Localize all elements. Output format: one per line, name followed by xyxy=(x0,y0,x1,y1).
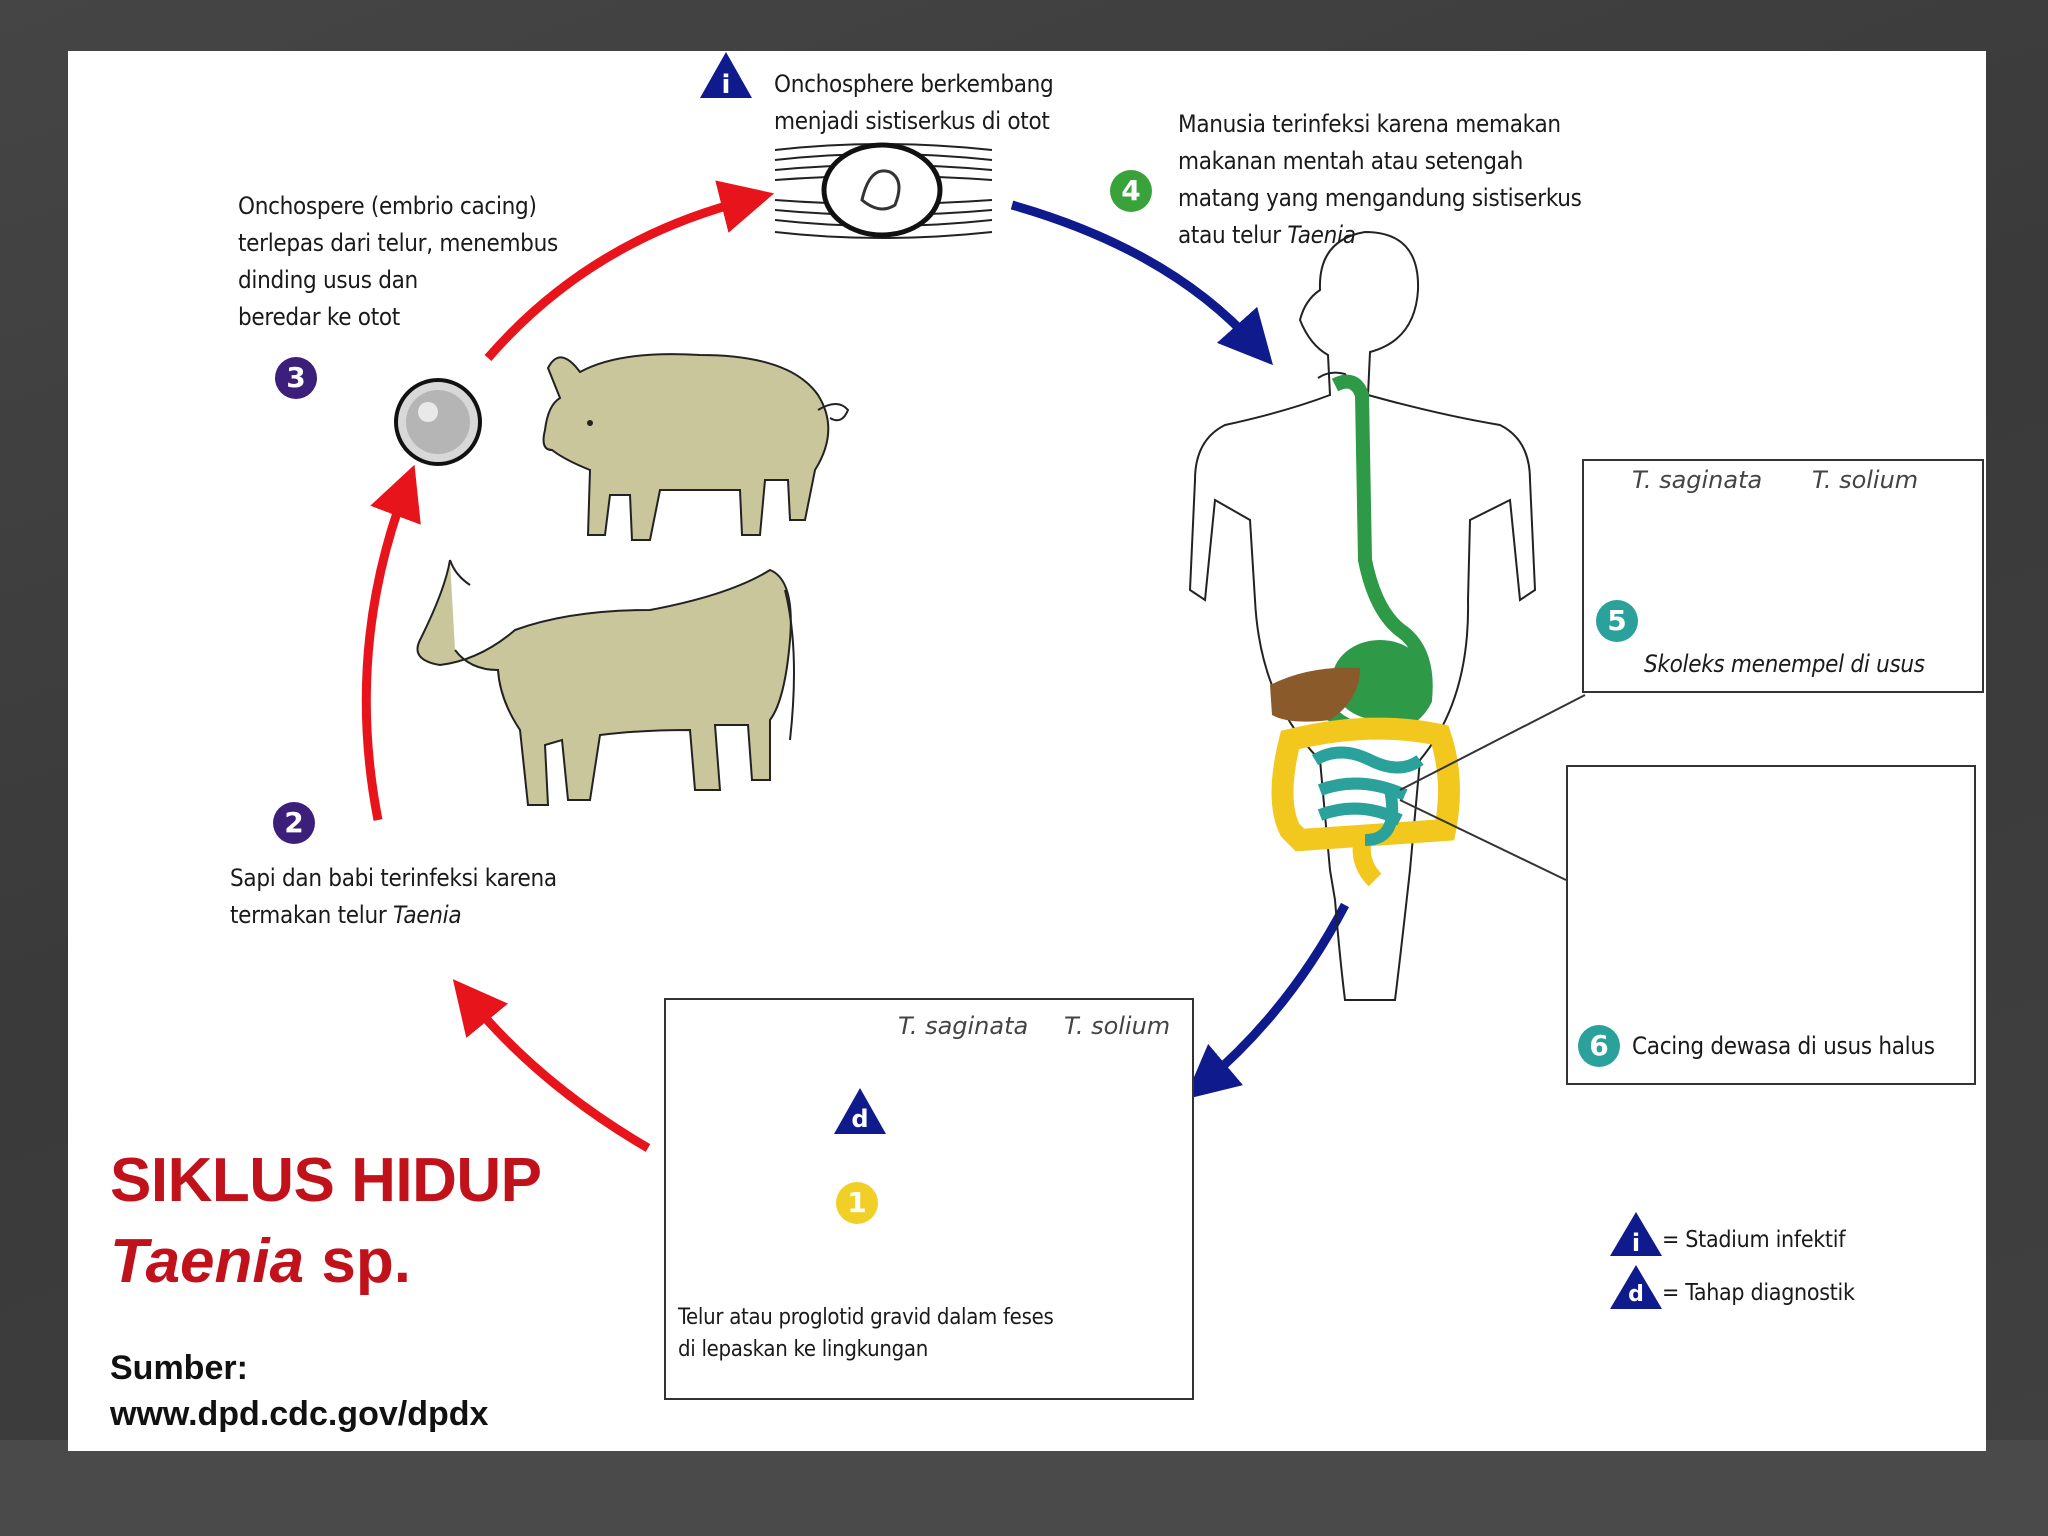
legend-infective-icon-label: i xyxy=(1631,1229,1641,1257)
step1-marker: 1 xyxy=(836,1182,878,1224)
step5-caption: Skoleks menempel di usus xyxy=(1644,650,1925,678)
infective-stage-text: Onchosphere berkembang menjadi sistiserk… xyxy=(774,66,1054,140)
adult-worm-box xyxy=(1566,765,1976,1085)
arrow-human-to-step1 xyxy=(1184,902,1349,1100)
step6-caption: Cacing dewasa di usus halus xyxy=(1632,1032,1935,1060)
step3-line3: dinding usus dan xyxy=(238,266,418,294)
arrow-i-to-step4 xyxy=(1010,200,1274,366)
step2-line2-text: termakan telur xyxy=(230,901,393,929)
step4-text: Manusia terinfeksi karena memakan makana… xyxy=(1178,106,1582,254)
step2-line2: termakan telur Taenia xyxy=(230,897,557,934)
title-genus: Taenia xyxy=(110,1227,305,1296)
human-silhouette-illustration xyxy=(1188,230,1537,1001)
source-url: www.dpd.cdc.gov/dpdx xyxy=(110,1395,489,1433)
scolex-box xyxy=(1582,459,1984,693)
cow-illustration xyxy=(416,559,795,806)
step3-line4: beredar ke otot xyxy=(238,303,400,331)
eggs-proglottid-box xyxy=(664,998,1194,1400)
arrow-step1-to-2 xyxy=(452,979,651,1152)
step4-line1: Manusia terinfeksi karena memakan xyxy=(1178,110,1561,138)
scolex-species-solium: T. solium xyxy=(1812,466,1919,494)
source-label: Sumber: xyxy=(110,1349,248,1387)
infective-stage-marker-icon xyxy=(700,52,752,98)
step3-line1: Onchospere (embrio cacing) xyxy=(238,192,537,220)
legend-infective-icon xyxy=(1610,1212,1662,1256)
step2-text: Sapi dan babi terinfeksi karena termakan… xyxy=(230,860,557,934)
proglottid-species-saginata: T. saginata xyxy=(898,1012,1029,1040)
step3-line2: terlepas dari telur, menembus xyxy=(238,229,558,257)
legend-diagnostic-icon-label: d xyxy=(1628,1282,1644,1307)
step1-line1: Telur atau proglotid gravid dalam feses xyxy=(678,1305,1054,1330)
step4-line3: matang yang mengandung sistiserkus xyxy=(1178,184,1582,212)
cysticercus-in-muscle-illustration xyxy=(774,142,993,239)
diagnostic-stage-marker-icon xyxy=(834,1088,886,1134)
step3-text: Onchospere (embrio cacing) terlepas dari… xyxy=(238,188,558,336)
legend-infective-text: = Stadium infektif xyxy=(1662,1227,1846,1253)
pointer-line-scolex xyxy=(1399,694,1586,791)
step4-line2: makanan mentah atau setengah xyxy=(1178,147,1523,175)
slide-footer-band xyxy=(0,1440,2048,1536)
step5-marker: 5 xyxy=(1596,600,1638,642)
legend-diagnostic-text: = Tahap diagnostik xyxy=(1662,1280,1855,1306)
step2-marker: 2 xyxy=(273,802,315,844)
step1-line2: di lepaskan ke lingkungan xyxy=(678,1337,928,1362)
step4-line4: atau telur Taenia xyxy=(1178,217,1582,254)
step4-marker: 4 xyxy=(1110,170,1152,212)
title-species-suffix: sp. xyxy=(304,1227,411,1296)
title-line2: Taenia sp. xyxy=(110,1226,411,1297)
infective-stage-marker-label: i xyxy=(721,70,731,100)
step4-line4-genus: Taenia xyxy=(1287,221,1356,249)
pointer-line-adult xyxy=(1399,799,1567,881)
scolex-species-saginata: T. saginata xyxy=(1632,466,1763,494)
legend-diagnostic-icon xyxy=(1610,1265,1662,1309)
arrow-step3-to-i xyxy=(484,180,775,361)
pig-illustration xyxy=(542,353,850,541)
oncosphere-illustration xyxy=(394,378,482,466)
step1-text: Telur atau proglotid gravid dalam feses … xyxy=(678,1302,1054,1366)
step4-line4-text: atau telur xyxy=(1178,221,1288,249)
source-citation: Sumber: www.dpd.cdc.gov/dpdx xyxy=(110,1345,488,1437)
infective-stage-line1: Onchosphere berkembang xyxy=(774,70,1054,98)
step2-line2-genus: Taenia xyxy=(393,901,462,929)
step6-marker: 6 xyxy=(1578,1025,1620,1067)
step3-marker: 3 xyxy=(275,357,317,399)
infective-stage-line2: menjadi sistiserkus di otot xyxy=(774,107,1050,135)
proglottid-species-solium: T. solium xyxy=(1064,1012,1171,1040)
step2-line1: Sapi dan babi terinfeksi karena xyxy=(230,864,557,892)
diagnostic-stage-marker-label: d xyxy=(851,1105,869,1133)
title-line1: SIKLUS HIDUP xyxy=(110,1146,542,1215)
arrow-step2-to-3 xyxy=(361,464,421,821)
